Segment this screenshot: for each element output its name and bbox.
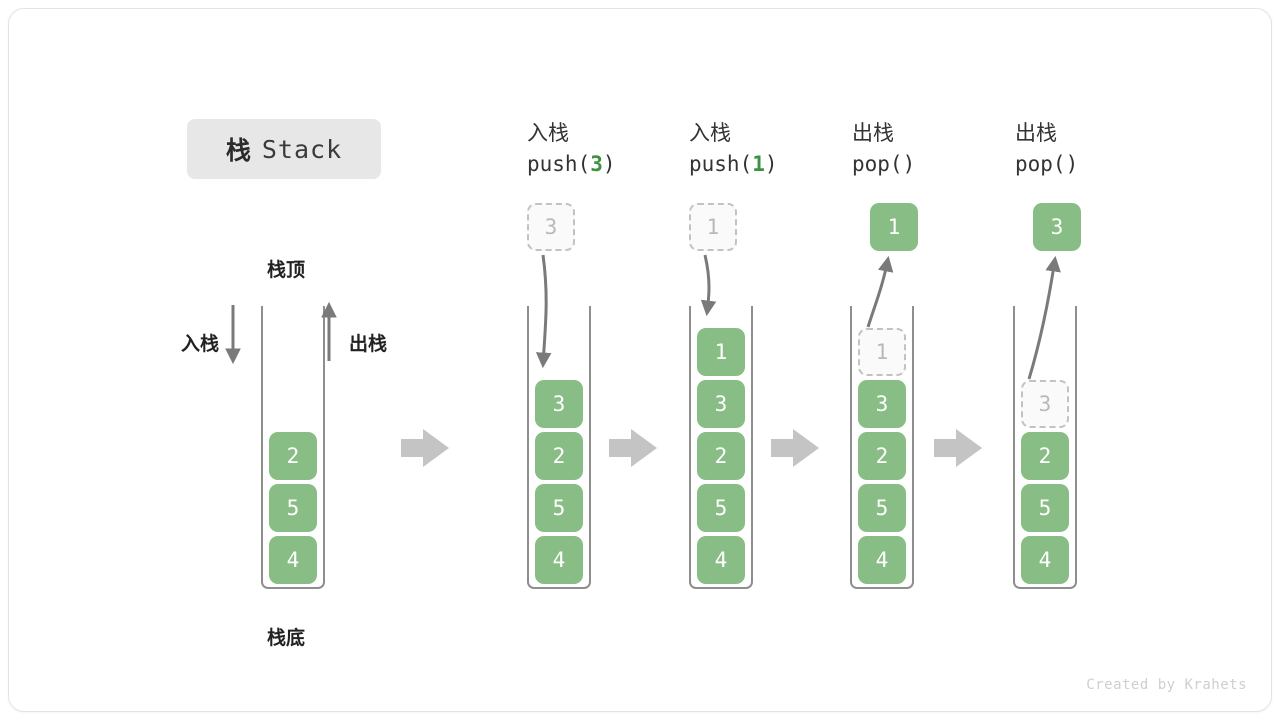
op-label-push-1-cn: 入栈 — [689, 122, 731, 145]
stack-cell: 4 — [1021, 536, 1069, 584]
op-code-prefix: push( — [689, 152, 753, 176]
op-label-push-1-code: push(1) — [689, 152, 778, 176]
diagram-title-badge: 栈 Stack — [187, 119, 381, 179]
op-label-pop-3-cn: 出栈 — [1015, 122, 1057, 145]
stack-cell: 2 — [697, 432, 745, 480]
op-code-arg: 1 — [752, 152, 765, 176]
op-code-arg: 3 — [590, 152, 603, 176]
stack-cell: 4 — [269, 536, 317, 584]
stack-cell: 3 — [858, 380, 906, 428]
arrows-overlay — [225, 254, 1061, 467]
floating-cell-popped: 3 — [1033, 203, 1081, 251]
stack-cell: 5 — [269, 484, 317, 532]
stack-cell: 4 — [858, 536, 906, 584]
stack-container-push-1 — [689, 306, 753, 589]
op-code-suffix: ) — [602, 152, 616, 176]
stack-cell: 3 — [535, 380, 583, 428]
stack-cell: 4 — [535, 536, 583, 584]
stack-container-push-3 — [527, 306, 591, 589]
op-code-prefix: push( — [527, 152, 591, 176]
floating-cell-popped: 1 — [870, 203, 918, 251]
block-arrow-right-icon — [609, 429, 657, 467]
stack-top-label: 栈顶 — [267, 260, 306, 281]
stack-cell: 3 — [697, 380, 745, 428]
push-flow-arrow — [700, 254, 717, 317]
diagram-card: 栈 Stack 栈顶 栈底 入栈 出栈 2 5 4 入栈 push(3) 3 3… — [8, 8, 1272, 712]
floating-cell-ghost: 1 — [689, 203, 737, 251]
block-arrow-right-icon — [934, 429, 982, 467]
stack-container-pop-3 — [1013, 306, 1077, 589]
stack-container-pop-1 — [850, 306, 914, 589]
diagram-title-cn: 栈 — [225, 137, 252, 165]
op-label-pop-3-code: pop() — [1015, 152, 1078, 176]
op-code-prefix: pop( — [1015, 152, 1066, 176]
stack-bottom-label: 栈底 — [267, 628, 306, 649]
op-code-suffix: ) — [902, 152, 916, 176]
op-code-suffix: ) — [1065, 152, 1079, 176]
stack-cell-ghost: 1 — [858, 328, 906, 376]
credit-text: Created by Krahets — [1086, 677, 1247, 693]
op-code-prefix: pop( — [852, 152, 903, 176]
pop-side-label: 出栈 — [349, 334, 388, 355]
op-label-pop-1-code: pop() — [852, 152, 915, 176]
stack-cell: 2 — [269, 432, 317, 480]
floating-cell-ghost: 3 — [527, 203, 575, 251]
stack-cell: 5 — [697, 484, 745, 532]
block-arrow-right-icon — [401, 429, 449, 467]
stack-container-initial — [261, 306, 325, 589]
stack-cell: 5 — [535, 484, 583, 532]
stack-cell: 2 — [1021, 432, 1069, 480]
op-label-pop-1-cn: 出栈 — [852, 122, 894, 145]
diagram-title-en: Stack — [261, 134, 343, 164]
stack-cell: 2 — [535, 432, 583, 480]
stack-cell: 2 — [858, 432, 906, 480]
stack-cell-ghost: 3 — [1021, 380, 1069, 428]
op-label-push-3-code: push(3) — [527, 152, 616, 176]
block-arrow-right-icon — [771, 429, 819, 467]
op-label-push-3-cn: 入栈 — [527, 122, 569, 145]
op-code-suffix: ) — [764, 152, 778, 176]
stack-cell: 5 — [858, 484, 906, 532]
stack-cell: 1 — [697, 328, 745, 376]
stack-cell: 4 — [697, 536, 745, 584]
push-side-label: 入栈 — [181, 334, 220, 355]
stack-cell: 5 — [1021, 484, 1069, 532]
